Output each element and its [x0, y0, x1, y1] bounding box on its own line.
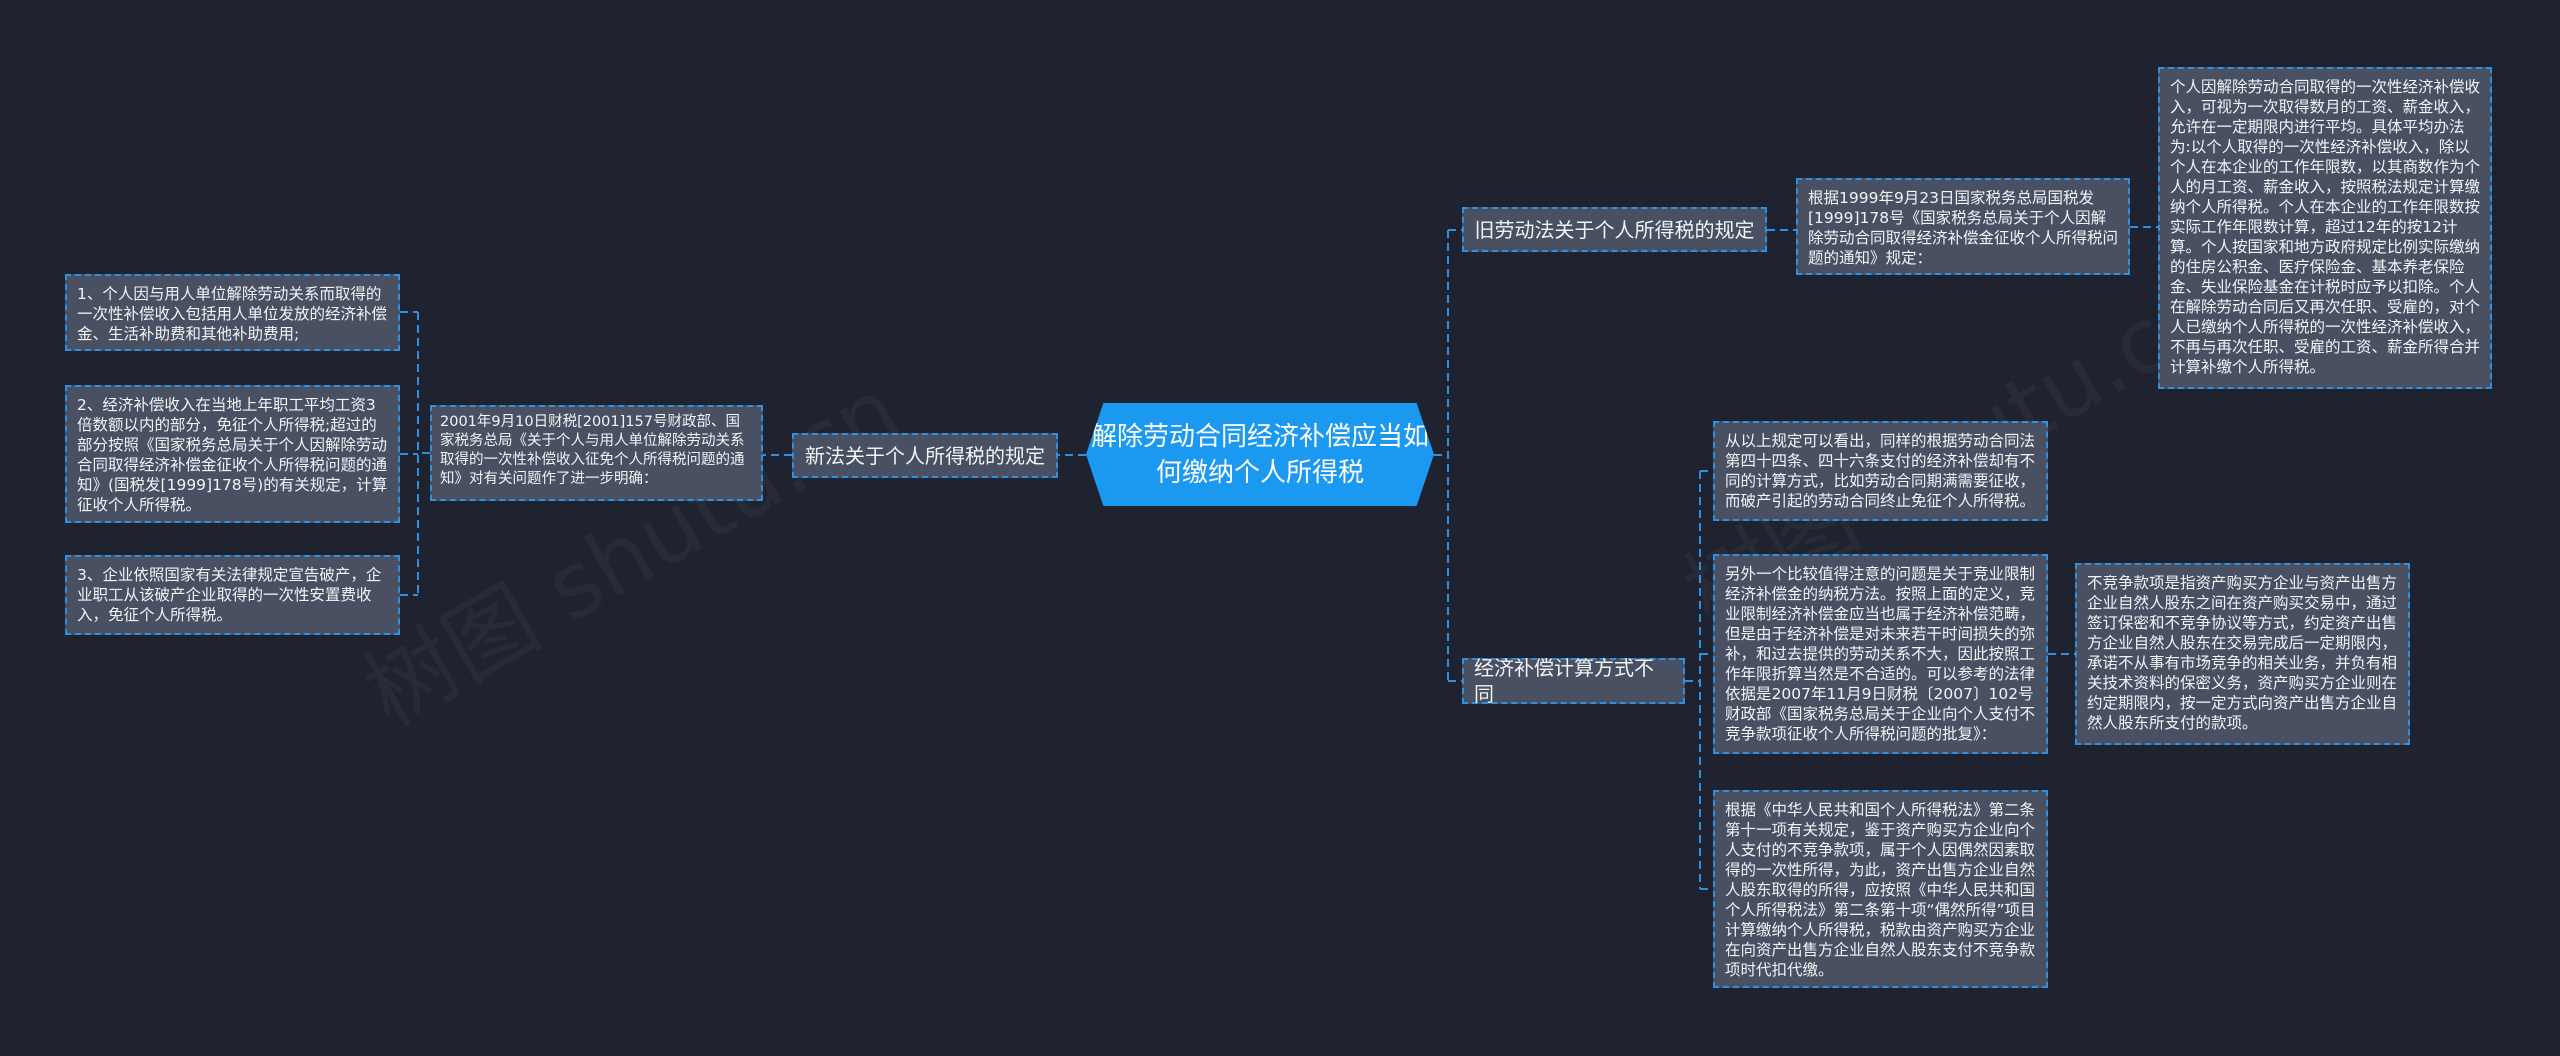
branch-label: 经济补偿计算方式不同 — [1474, 656, 1654, 706]
node-text: 另外一个比较值得注意的问题是关于竞业限制经济补偿金的纳税方法。按照上面的定义，竞… — [1725, 565, 2036, 743]
new-law-item-2[interactable]: 2、经济补偿收入在当地上年职工平均工资3倍数额以内的部分，免征个人所得税;超过的… — [65, 385, 400, 523]
root-title: 解除劳动合同经济补偿应当如何缴纳个人所得税 — [1090, 421, 1429, 488]
branch-label: 旧劳动法关于个人所得税的规定 — [1474, 217, 1755, 242]
new-law-item-1[interactable]: 1、个人因与用人单位解除劳动关系而取得的一次性补偿收入包括用人单位发放的经济补偿… — [65, 274, 400, 351]
branch-old-law[interactable]: 旧劳动法关于个人所得税的规定 — [1462, 207, 1767, 252]
old-law-detail[interactable]: 个人因解除劳动合同取得的一次性经济补偿收入，可视为一次取得数月的工资、薪金收入，… — [2158, 67, 2492, 389]
non-compete-definition[interactable]: 不竞争款项是指资产购买方企业与资产出售方企业自然人股东之间在资产购买交易中，通过… — [2075, 563, 2410, 745]
node-text: 根据《中华人民共和国个人所得税法》第二条第十一项有关规定，鉴于资产购买方企业向个… — [1725, 801, 2036, 979]
new-law-item-3[interactable]: 3、企业依照国家有关法律规定宣告破产，企业职工从该破产企业取得的一次性安置费收入… — [65, 555, 400, 635]
node-text: 根据1999年9月23日国家税务总局国税发[1999]178号《国家税务总局关于… — [1808, 189, 2119, 267]
branch-calc-differs[interactable]: 经济补偿计算方式不同 — [1462, 656, 1685, 706]
node-text: 2、经济补偿收入在当地上年职工平均工资3倍数额以内的部分，免征个人所得税;超过的… — [77, 396, 388, 514]
calc-item-1[interactable]: 从以上规定可以看出，同样的根据劳动合同法第四十四条、四十六条支付的经济补偿却有不… — [1713, 421, 2048, 521]
node-text: 不竞争款项是指资产购买方企业与资产出售方企业自然人股东之间在资产购买交易中，通过… — [2087, 574, 2398, 732]
calc-item-3[interactable]: 根据《中华人民共和国个人所得税法》第二条第十一项有关规定，鉴于资产购买方企业向个… — [1713, 790, 2048, 988]
node-text: 3、企业依照国家有关法律规定宣告破产，企业职工从该破产企业取得的一次性安置费收入… — [77, 566, 382, 624]
node-text: 从以上规定可以看出，同样的根据劳动合同法第四十四条、四十六条支付的经济补偿却有不… — [1725, 432, 2036, 510]
calc-item-2[interactable]: 另外一个比较值得注意的问题是关于竞业限制经济补偿金的纳税方法。按照上面的定义，竞… — [1713, 554, 2048, 754]
node-text: 1、个人因与用人单位解除劳动关系而取得的一次性补偿收入包括用人单位发放的经济补偿… — [77, 285, 388, 343]
node-text: 2001年9月10日财税[2001]157号财政部、国家税务总局《关于个人与用人… — [440, 414, 745, 487]
node-text: 个人因解除劳动合同取得的一次性经济补偿收入，可视为一次取得数月的工资、薪金收入，… — [2170, 78, 2481, 376]
root-node[interactable]: 解除劳动合同经济补偿应当如何缴纳个人所得税 — [1086, 403, 1434, 506]
branch-new-law[interactable]: 新法关于个人所得税的规定 — [792, 433, 1058, 478]
old-law-intro[interactable]: 根据1999年9月23日国家税务总局国税发[1999]178号《国家税务总局关于… — [1796, 178, 2130, 275]
branch-label: 新法关于个人所得税的规定 — [805, 443, 1045, 468]
new-law-intro[interactable]: 2001年9月10日财税[2001]157号财政部、国家税务总局《关于个人与用人… — [430, 405, 763, 501]
